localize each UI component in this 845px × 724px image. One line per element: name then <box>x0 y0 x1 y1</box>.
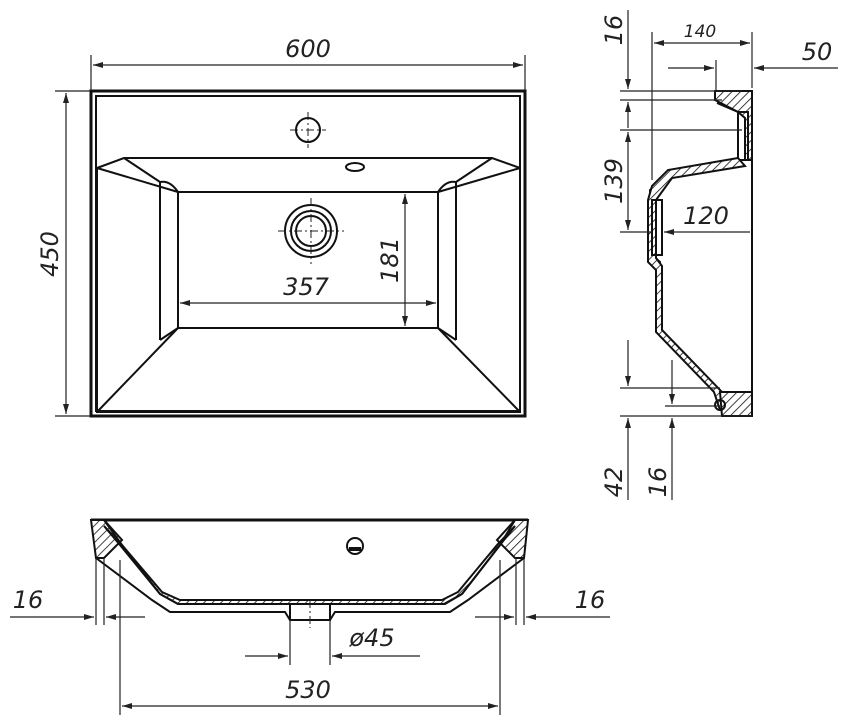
dim-16-right-label: 16 <box>575 586 606 614</box>
dim-181-label: 181 <box>376 237 404 283</box>
dim-drain-label: ø45 <box>348 624 394 652</box>
dim-600-label: 600 <box>285 35 331 63</box>
side-shell <box>647 156 747 414</box>
front-view: 16 16 ø45 530 <box>10 518 610 715</box>
dim-357-label: 357 <box>283 273 330 301</box>
side-view: 140 50 16 139 120 42 16 <box>600 10 838 500</box>
overflow-hole <box>345 162 365 172</box>
dim-120-label: 120 <box>683 202 729 230</box>
dim-16-left-label: 16 <box>13 586 44 614</box>
dim-140-label: 140 <box>684 22 716 42</box>
dim-530-label: 530 <box>285 676 331 704</box>
dim-50-label: 50 <box>802 38 833 66</box>
dim-16-bottom-label: 16 <box>644 467 672 498</box>
bowl-bottom <box>177 191 439 329</box>
top-view: 600 450 357 181 <box>36 35 527 418</box>
dim-450-label: 450 <box>36 231 64 277</box>
dim-16-top-label: 16 <box>600 15 628 46</box>
dim-42-label: 42 <box>600 467 628 498</box>
top-outer-rim <box>89 89 527 418</box>
dim-139-label: 139 <box>600 158 628 204</box>
